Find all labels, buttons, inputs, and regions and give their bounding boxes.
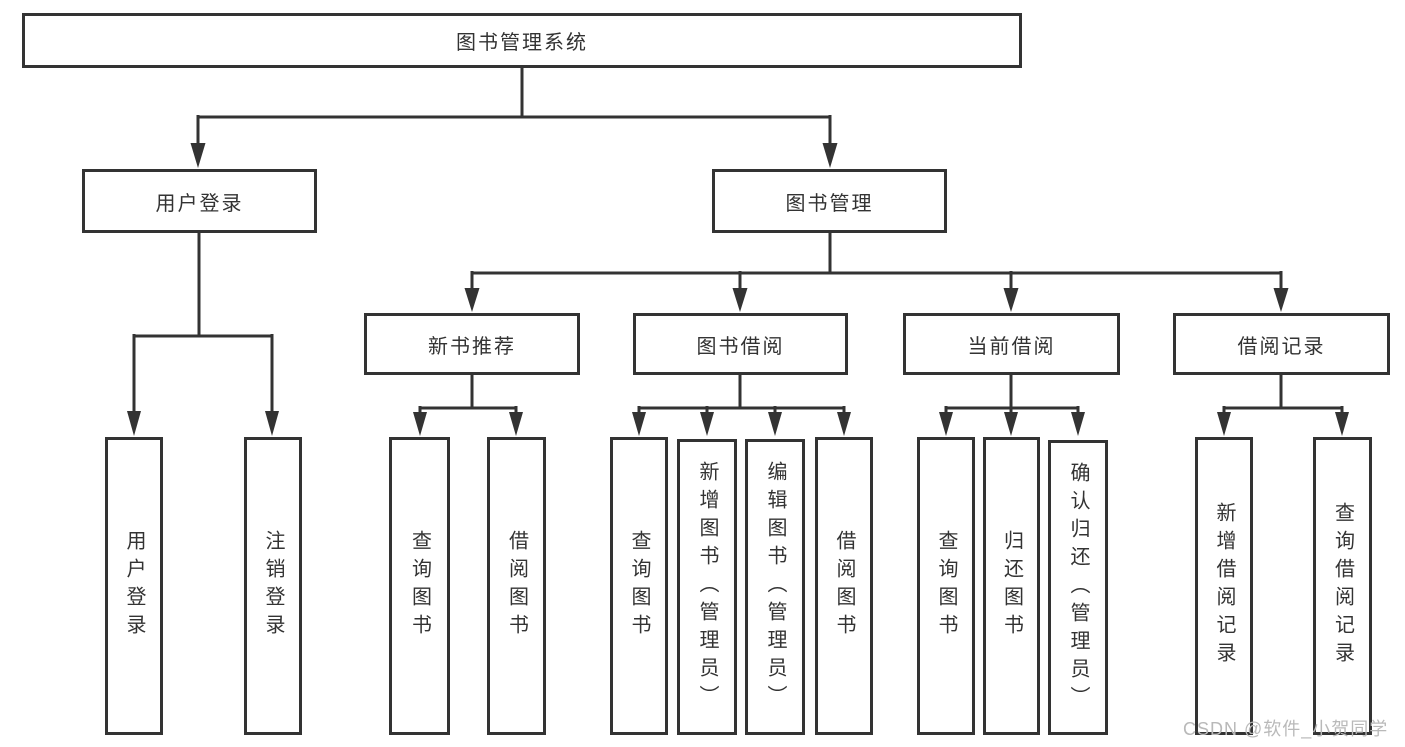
leaf-edit-books-admin: 编辑图书（管理员） xyxy=(745,439,805,735)
leaf-borrow-books: 借阅图书 xyxy=(815,437,873,735)
node-book-management: 图书管理 xyxy=(712,169,947,233)
node-user-login: 用户登录 xyxy=(82,169,317,233)
leaf-add-borrow-record: 新增借阅记录 xyxy=(1195,437,1253,735)
leaf-return-books: 归还图书 xyxy=(983,437,1040,735)
leaf-add-books-admin: 新增图书（管理员） xyxy=(677,439,737,735)
node-library-management-system: 图书管理系统 xyxy=(22,13,1022,68)
leaf-user-login: 用户登录 xyxy=(105,437,163,735)
node-borrow-record: 借阅记录 xyxy=(1173,313,1390,375)
node-current-borrow: 当前借阅 xyxy=(903,313,1120,375)
leaf-confirm-return-admin: 确认归还（管理员） xyxy=(1048,440,1108,735)
node-new-book-recommend: 新书推荐 xyxy=(364,313,580,375)
node-book-borrow: 图书借阅 xyxy=(633,313,848,375)
csdn-watermark: CSDN @软件_小贺同学 xyxy=(1183,719,1389,739)
leaf-borrow-books-recommend: 借阅图书 xyxy=(487,437,546,735)
leaf-logout: 注销登录 xyxy=(244,437,302,735)
leaf-query-books-current: 查询图书 xyxy=(917,437,975,735)
leaf-query-books-recommend: 查询图书 xyxy=(389,437,450,735)
leaf-query-borrow-record: 查询借阅记录 xyxy=(1313,437,1372,735)
leaf-query-books-borrow: 查询图书 xyxy=(610,437,668,735)
connector-lines xyxy=(132,67,1344,415)
arrowheads xyxy=(127,143,1349,436)
